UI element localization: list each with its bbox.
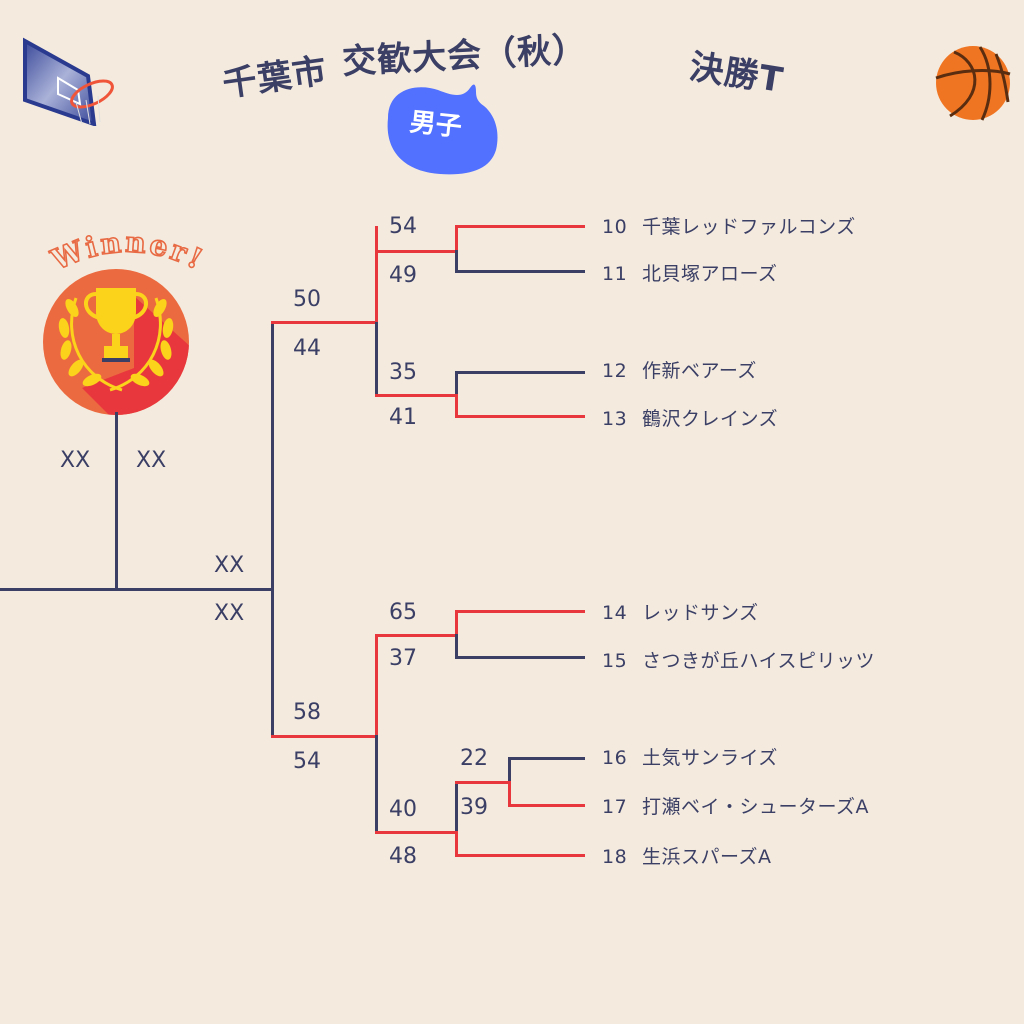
team-name: 北貝塚アローズ [642,263,778,285]
qf2-navy-vertical [455,371,458,396]
sf1-navy-vertical [375,322,378,396]
qf1-top-score: 54 [389,214,417,239]
qf1-navy-vertical [455,250,458,273]
team-seed: 18 [602,846,628,868]
semifinal-2-top-score: 58 [293,700,321,725]
qf2-winner-line [375,394,457,397]
team-15-line [455,656,585,659]
winner-label: Winner! [45,228,208,278]
division-badge: 男子 [408,107,464,143]
r1-navy-vertical [508,757,511,783]
semifinal-lower-vertical [271,588,274,738]
trophy-laurel-icon [43,269,189,415]
semifinal-upper-vertical [271,322,274,590]
semifinal-1-top-score: 50 [293,287,321,312]
team-seed: 17 [602,796,628,818]
team-entry: 15 さつきが丘ハイスピリッツ [602,646,875,673]
team-entry: 17 打瀬ベイ・シューターズA [602,792,869,819]
team-seed: 14 [602,602,628,624]
team-name: 生浜スパーズA [642,846,772,868]
basketball-hoop-icon [23,37,114,126]
team-entry: 12 作新ベアーズ [602,356,757,383]
final-score-left: XX [60,448,91,473]
team-seed: 10 [602,216,628,238]
team-12-line [455,371,585,374]
team-seed: 16 [602,747,628,769]
qf3-bottom-score: 37 [389,646,417,671]
qf2-bottom-score: 41 [389,405,417,430]
team-entry: 11 北貝塚アローズ [602,259,778,286]
team-name: さつきが丘ハイスピリッツ [642,650,876,672]
final-score-upper: XX [214,553,245,578]
basketball-icon [935,46,1011,121]
team-name: 土気サンライズ [642,747,778,769]
r1-bottom-score: 39 [460,795,488,820]
team-entry: 14 レッドサンズ [602,598,759,625]
semifinal-1-winner-line [271,321,377,324]
qf4-winner-line [375,831,457,834]
team-11-line [455,270,585,273]
final-score-right: XX [136,448,167,473]
final-stem-line [115,412,118,590]
final-horizontal-line [0,588,273,591]
team-name: 千葉レッドファルコンズ [642,216,856,238]
qf1-winner-line [375,250,457,253]
qf4-bottom-score: 48 [389,844,417,869]
qf4-red-vertical [455,831,458,857]
team-entry: 16 土気サンライズ [602,743,778,770]
qf1-red-vertical [455,225,458,252]
team-16-line [508,757,585,760]
team-entry: 18 生浜スパーズA [602,842,772,869]
title-city: 千葉市 [220,50,330,106]
r1-winner-line [455,781,510,784]
team-seed: 13 [602,408,628,430]
qf2-top-score: 35 [389,360,417,385]
semifinal-1-bottom-score: 44 [293,336,321,361]
title-event: 交歓大会（秋） [341,29,589,83]
final-score-lower: XX [214,601,245,626]
team-name: レッドサンズ [642,602,759,624]
team-seed: 15 [602,650,628,672]
qf3-top-score: 65 [389,600,417,625]
speech-bubble-icon [387,84,498,175]
qf4-navy-vertical [455,782,458,833]
team-10-line [455,225,585,228]
r1-top-score: 22 [460,746,488,771]
team-17-line [508,804,585,807]
sf2-red-vertical [375,634,378,737]
qf3-red-vertical [455,610,458,636]
team-seed: 11 [602,263,628,285]
r1-red-vertical [508,781,511,807]
team-entry: 13 鶴沢クレインズ [602,404,778,431]
semifinal-2-bottom-score: 54 [293,749,321,774]
team-name: 鶴沢クレインズ [642,408,779,430]
team-name: 作新ベアーズ [642,360,757,382]
team-entry: 10 千葉レッドファルコンズ [602,212,856,239]
team-18-line [455,854,585,857]
title-stage: 決勝T [686,46,787,102]
team-seed: 12 [602,360,628,382]
team-name: 打瀬ベイ・シューターズA [642,796,870,818]
qf3-navy-vertical [455,634,458,658]
team-13-line [455,415,585,418]
qf4-top-score: 40 [389,797,417,822]
team-14-line [455,610,585,613]
semifinal-2-winner-line [271,735,377,738]
qf3-winner-line [375,634,457,637]
qf2-red-vertical [455,394,458,418]
qf1-bottom-score: 49 [389,263,417,288]
sf2-navy-vertical [375,735,378,831]
sf1-red-vertical [375,226,378,324]
